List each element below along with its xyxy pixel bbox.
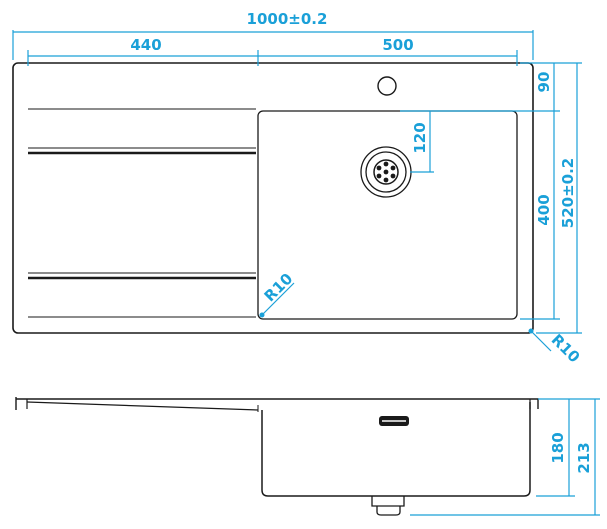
dim-right-vertical: 90 400 520±0.2 (400, 62, 582, 334)
dim-inner-radius-label: R10 (261, 270, 297, 306)
dim-drain-offset: 120 (410, 111, 434, 173)
top-view (12, 62, 534, 334)
dim-bowl-depth-label: 400 (535, 194, 553, 225)
dim-side-heights: 180 213 (410, 398, 600, 516)
side-drainboard-slope (26, 401, 259, 411)
dim-overall-width-label: 1000±0.2 (247, 10, 328, 28)
side-view (15, 397, 539, 516)
side-bowl (261, 402, 531, 497)
side-rim (15, 397, 539, 410)
dim-inner-radius: R10 (259, 270, 297, 318)
dim-overall-depth-label: 520±0.2 (559, 158, 577, 228)
bowl-outline (257, 110, 518, 320)
tap-hole (377, 76, 397, 96)
dim-drainboard-width: 440 500 (27, 36, 518, 66)
dim-outer-radius-label: R10 (548, 331, 584, 367)
dim-bowl-height-label: 180 (549, 432, 567, 463)
dim-overall-width: 1000±0.2 (12, 10, 534, 60)
dim-drainboard-width-label: 440 (130, 36, 161, 54)
sink-outline (12, 62, 534, 334)
waste-outlet (371, 496, 405, 516)
dim-drain-offset-label: 120 (411, 122, 429, 153)
dim-bowl-width-label: 500 (382, 36, 413, 54)
dim-total-height-label: 213 (575, 442, 593, 473)
dim-tap-hole-offset-label: 90 (535, 72, 553, 93)
drain-strainer-icon (360, 146, 412, 198)
dim-outer-radius: R10 (528, 328, 584, 367)
